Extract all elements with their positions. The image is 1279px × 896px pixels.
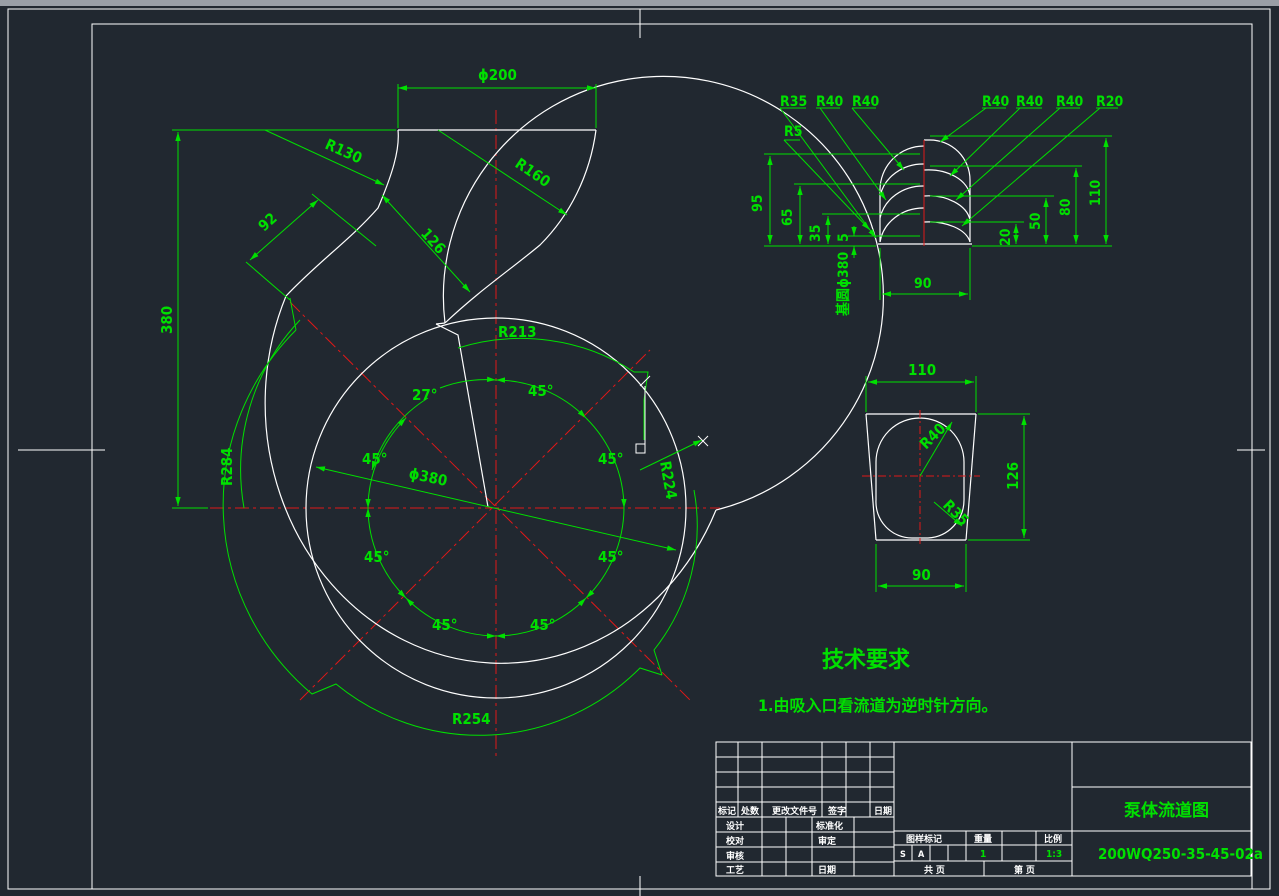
- role-process: 工艺: [726, 864, 744, 876]
- mid-header-drawing-mark: 图样标记: [906, 833, 942, 845]
- dim-380: 380: [158, 306, 176, 334]
- dim-base-diameter: ϕ380: [407, 464, 449, 490]
- volute-outline: [264, 75, 884, 699]
- role-standard: 标准化: [815, 820, 843, 832]
- dim-95: 95: [750, 194, 766, 212]
- label-r20: R20: [1096, 94, 1123, 110]
- sheet-number: 第 页: [1014, 864, 1035, 876]
- volute-dim-text: ϕ200 R130 R160 92 126 380 R213 ϕ380 R284…: [158, 66, 680, 728]
- outlet-section-centerlines: [862, 410, 980, 544]
- rev-header-mark: 标记: [717, 805, 736, 817]
- label-r40-a: R40: [816, 94, 843, 110]
- dim-90-outlet: 90: [912, 566, 931, 584]
- dim-r40-outlet: R40: [916, 419, 949, 452]
- rev-header-docno: 更改文件号: [772, 805, 817, 817]
- dim-5: 5: [836, 233, 852, 242]
- mark-a: A: [918, 850, 925, 860]
- title-block-text: 标记 处数 更改文件号 签字 日期 设计 校对 审核 工艺 标准化 审定 日期 …: [717, 805, 1062, 876]
- section-detail-dims: [764, 107, 1118, 300]
- outlet-section-dims: [865, 376, 1030, 592]
- drawing-canvas: ϕ200 R130 R160 92 126 380 R213 ϕ380 R284…: [7, 8, 1271, 896]
- dim-90-detail: 90: [914, 276, 932, 292]
- dim-65: 65: [780, 208, 796, 226]
- dim-angle-45-left-up: 45°: [362, 450, 388, 468]
- dim-r213: R213: [498, 323, 537, 341]
- dim-r284: R284: [218, 447, 236, 486]
- dim-angle-45-bottom-right: 45°: [530, 616, 556, 634]
- tech-requirements-title: 技术要求: [822, 648, 910, 673]
- mark-s: S: [900, 850, 906, 860]
- weight-value: 1: [980, 849, 986, 860]
- scale-value: 1:3: [1046, 849, 1062, 860]
- role-review: 审核: [726, 850, 744, 862]
- outlet-section-outline: [865, 413, 977, 541]
- dim-r160: R160: [512, 154, 554, 190]
- drawing-number: 200WQ250-35-45-02a: [1098, 845, 1263, 863]
- label-r40-c: R40: [982, 94, 1009, 110]
- label-r40-d: R40: [1016, 94, 1043, 110]
- outlet-section-text: 110 R40 R35 126 90: [908, 361, 1022, 584]
- dim-110-right: 110: [1088, 179, 1104, 206]
- dim-r254: R254: [452, 710, 491, 728]
- role-check: 校对: [726, 835, 744, 847]
- center-ticks: [18, 9, 1265, 896]
- mid-header-scale: 比例: [1044, 833, 1062, 845]
- sheet-border: [7, 8, 1271, 890]
- label-r35-top: R35: [780, 94, 807, 110]
- title-block-values: 1 1:3 泵体流道图 200WQ250-35-45-02a: [980, 800, 1263, 863]
- sheet-total: 共 页: [924, 864, 945, 876]
- label-r40-e: R40: [1056, 94, 1083, 110]
- tech-requirement-1: 1.由吸入口看流道为逆时针方向。: [758, 696, 998, 715]
- dim-110-top: 110: [908, 361, 936, 379]
- dim-126: 126: [417, 225, 449, 258]
- dim-50: 50: [1028, 212, 1044, 230]
- dim-35: 35: [808, 224, 824, 242]
- role-approve: 审定: [818, 835, 837, 847]
- title-block-grid: [715, 741, 1252, 877]
- volute-dim-lines: [172, 84, 703, 639]
- dim-80: 80: [1058, 198, 1074, 216]
- section-detail-text: R35 R40 R40 R40 R40 R40 R20 R5 95 65 35 …: [750, 94, 1123, 316]
- dim-angle-45-right-up: 45°: [598, 450, 624, 468]
- dim-r130: R130: [322, 135, 365, 167]
- dim-126-outlet: 126: [1004, 462, 1022, 490]
- role-design: 设计: [726, 820, 744, 832]
- dim-r224: R224: [656, 460, 680, 501]
- label-r40-b: R40: [852, 94, 879, 110]
- rev-header-count: 处数: [740, 805, 760, 817]
- dim-angle-45-left-down: 45°: [364, 548, 390, 566]
- dim-angle-45-top: 45°: [528, 382, 554, 400]
- dim-92: 92: [255, 209, 281, 235]
- role-date: 日期: [818, 864, 836, 876]
- dim-angle-45-right-down: 45°: [598, 548, 624, 566]
- dim-outlet-diameter: ϕ200: [478, 66, 517, 84]
- volute-flow-channel: [222, 297, 698, 736]
- rev-header-date: 日期: [874, 805, 892, 817]
- section-detail-outline: [878, 139, 972, 245]
- label-r5: R5: [784, 124, 802, 140]
- volute-ucs-icon: [635, 375, 709, 454]
- dim-angle-27: 27°: [412, 386, 438, 404]
- window-title-bar: [0, 0, 1279, 6]
- drawing-name: 泵体流道图: [1124, 800, 1209, 821]
- mid-header-weight: 重量: [974, 833, 992, 845]
- dim-20: 20: [998, 228, 1014, 246]
- rev-header-sign: 签字: [827, 805, 846, 817]
- base-circle-label: 基圆ϕ380: [835, 251, 852, 316]
- dim-angle-45-bottom-left: 45°: [432, 616, 458, 634]
